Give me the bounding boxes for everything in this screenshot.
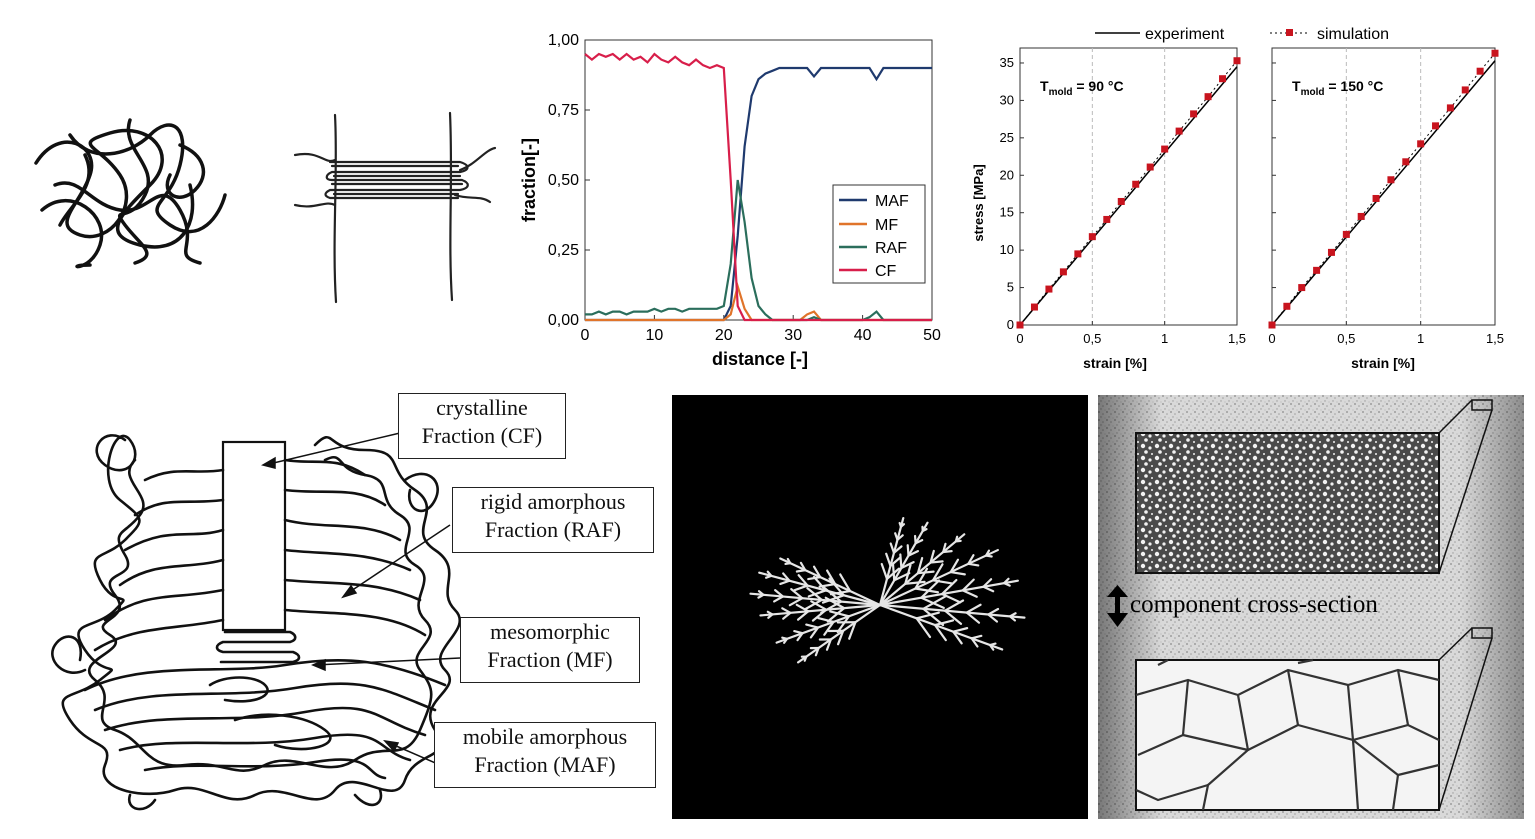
simulation-point xyxy=(1030,303,1038,311)
simulation-point xyxy=(1146,163,1154,171)
strain-x-label-right: strain [%] xyxy=(1351,355,1415,371)
simulation-point xyxy=(1016,321,1024,329)
simulation-point xyxy=(1268,321,1276,329)
legend-cf: CF xyxy=(875,263,897,280)
x-tick-label: 30 xyxy=(784,327,802,344)
strain-x-tick: 0,5 xyxy=(1337,331,1355,346)
simulation-point xyxy=(1387,176,1395,184)
simulation-point xyxy=(1372,194,1380,202)
x-tick-label: 20 xyxy=(715,327,733,344)
stress-y-axis-label: stress [MPa] xyxy=(971,164,986,241)
stress-y-tick: 30 xyxy=(1000,92,1014,107)
legend-experiment: experiment xyxy=(1145,26,1225,43)
spherulite-growth-image xyxy=(672,395,1088,819)
y-tick-label: 0,75 xyxy=(548,102,579,119)
simulation-point xyxy=(1161,145,1169,153)
simulation-line xyxy=(1271,52,1496,326)
simulation-point xyxy=(1117,197,1125,205)
cross-section-label: component cross-section xyxy=(1130,591,1378,618)
simulation-point xyxy=(1175,127,1183,135)
y-tick-label: 0,00 xyxy=(548,312,579,329)
component-cross-section-image: component cross-section xyxy=(1098,395,1524,819)
simulation-point xyxy=(1074,250,1082,258)
series-raf xyxy=(585,179,932,322)
simulation-point xyxy=(1342,230,1350,238)
simulation-point xyxy=(1491,49,1499,57)
simulation-point xyxy=(1432,122,1440,130)
stress-y-tick: 5 xyxy=(1007,280,1014,295)
simulation-point xyxy=(1204,93,1212,101)
x-axis-label: distance [-] xyxy=(712,349,808,369)
simulation-point xyxy=(1132,180,1140,188)
stress-y-tick: 25 xyxy=(1000,130,1014,145)
panel-left-temperature: Tmold = 90 °C xyxy=(1040,78,1124,98)
strain-x-tick: 1,5 xyxy=(1228,331,1246,346)
simulation-line xyxy=(1019,60,1238,326)
stress-y-tick: 10 xyxy=(1000,242,1014,257)
strain-x-tick: 1 xyxy=(1417,331,1424,346)
simulation-point xyxy=(1103,215,1111,223)
simulation-point xyxy=(1283,302,1291,310)
simulation-point xyxy=(1045,285,1053,293)
simulation-point xyxy=(1088,233,1096,241)
semicrystalline-structure-illustration xyxy=(51,432,462,811)
x-tick-label: 50 xyxy=(923,327,941,344)
experiment-line xyxy=(1271,60,1496,326)
legend-mf: MF xyxy=(875,217,898,234)
x-tick-label: 40 xyxy=(854,327,872,344)
stress-y-tick: 35 xyxy=(1000,55,1014,70)
simulation-point xyxy=(1233,57,1241,65)
simulation-point xyxy=(1461,86,1469,94)
stress-y-tick: 15 xyxy=(1000,205,1014,220)
strain-x-tick: 0,5 xyxy=(1083,331,1101,346)
legend-maf: MAF xyxy=(875,193,909,210)
simulation-point xyxy=(1219,75,1227,83)
simulation-point xyxy=(1298,284,1306,292)
simulation-point xyxy=(1357,212,1365,220)
y-tick-label: 0,50 xyxy=(548,172,579,189)
simulation-point xyxy=(1417,140,1425,148)
x-tick-label: 0 xyxy=(581,327,590,344)
strain-x-label-left: strain [%] xyxy=(1083,355,1147,371)
simulation-point xyxy=(1313,266,1321,274)
simulation-point xyxy=(1446,104,1454,112)
strain-x-tick: 0 xyxy=(1016,331,1023,346)
simulation-point xyxy=(1402,158,1410,166)
legend-simulation: simulation xyxy=(1317,26,1389,43)
y-axis-label: fraction[-] xyxy=(519,138,539,222)
y-tick-label: 0,25 xyxy=(548,242,579,259)
folded-chain-illustration xyxy=(293,111,497,304)
legend-raf: RAF xyxy=(875,240,907,257)
simulation-point xyxy=(1059,268,1067,276)
panel-right-temperature: Tmold = 150 °C xyxy=(1292,78,1384,98)
y-tick-label: 1,00 xyxy=(548,32,579,49)
simulation-point xyxy=(1190,110,1198,118)
random-coil-illustration xyxy=(34,118,227,269)
strain-x-tick: 1 xyxy=(1161,331,1168,346)
simulation-point xyxy=(1476,67,1484,75)
experiment-line xyxy=(1019,66,1238,326)
stress-y-tick: 0 xyxy=(1007,317,1014,332)
series-cf xyxy=(584,52,932,322)
stress-y-tick: 20 xyxy=(1000,167,1014,182)
x-tick-label: 10 xyxy=(646,327,664,344)
strain-x-tick: 0 xyxy=(1268,331,1275,346)
strain-x-tick: 1,5 xyxy=(1486,331,1504,346)
simulation-point xyxy=(1327,248,1335,256)
